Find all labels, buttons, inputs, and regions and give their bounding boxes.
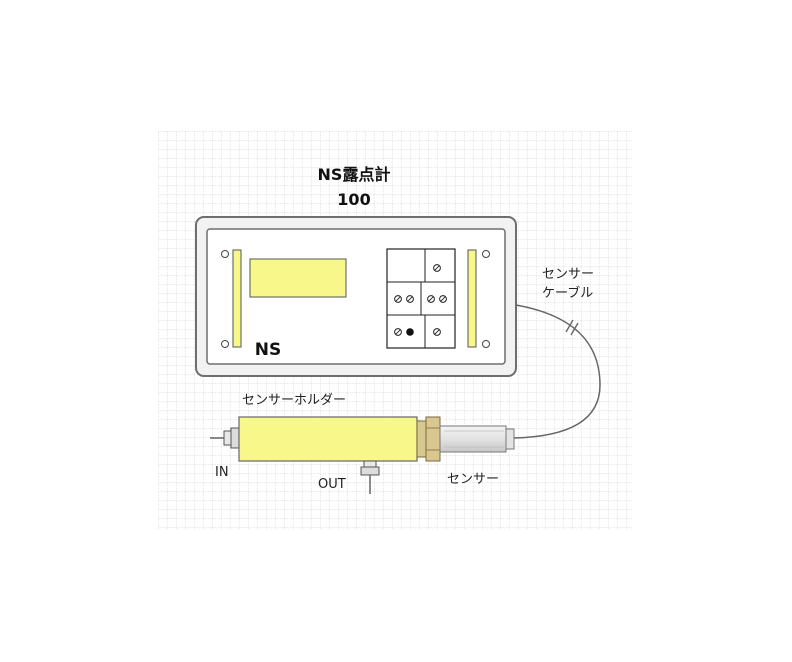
terminal-block (386, 248, 456, 349)
sensor-holder-label: センサーホルダー (242, 393, 346, 408)
sensor-cable-label-line2: ケーブル (542, 285, 593, 301)
sensor-cable (512, 304, 601, 439)
sensor-cable-label-line1: センサー (542, 267, 594, 282)
terminal-screw-icon (433, 264, 441, 272)
sensor-holder-body (238, 416, 418, 462)
screw-hole-icon (221, 250, 229, 258)
terminal-screw-icon (427, 295, 435, 303)
dew-point-meter: NS (195, 216, 517, 377)
terminal-screw-icon (433, 328, 441, 336)
left-mounting-strip (232, 249, 242, 348)
outlet-label: OUT (318, 477, 346, 492)
sensor-probe (439, 425, 515, 453)
screw-hole-icon (221, 340, 229, 348)
outlet-fitting (360, 460, 380, 494)
terminal-connected-icon (406, 328, 414, 336)
terminal-screw-icon (394, 328, 402, 336)
instrument-model-number: 100 (337, 190, 370, 209)
cable-break-mark (565, 319, 579, 336)
sensor-label: センサー (447, 472, 499, 487)
terminal-screw-icon (394, 295, 402, 303)
instrument-title: NS露点計 (318, 165, 391, 184)
meter-display (249, 258, 347, 298)
terminal-screw-icon (439, 295, 447, 303)
right-mounting-strip (467, 249, 477, 348)
inlet-label: IN (215, 465, 229, 480)
sensor-nut (416, 416, 441, 462)
terminal-screw-icon (406, 295, 414, 303)
screw-hole-icon (482, 340, 490, 348)
meter-brand-label: NS (255, 340, 281, 360)
screw-hole-icon (482, 250, 490, 258)
